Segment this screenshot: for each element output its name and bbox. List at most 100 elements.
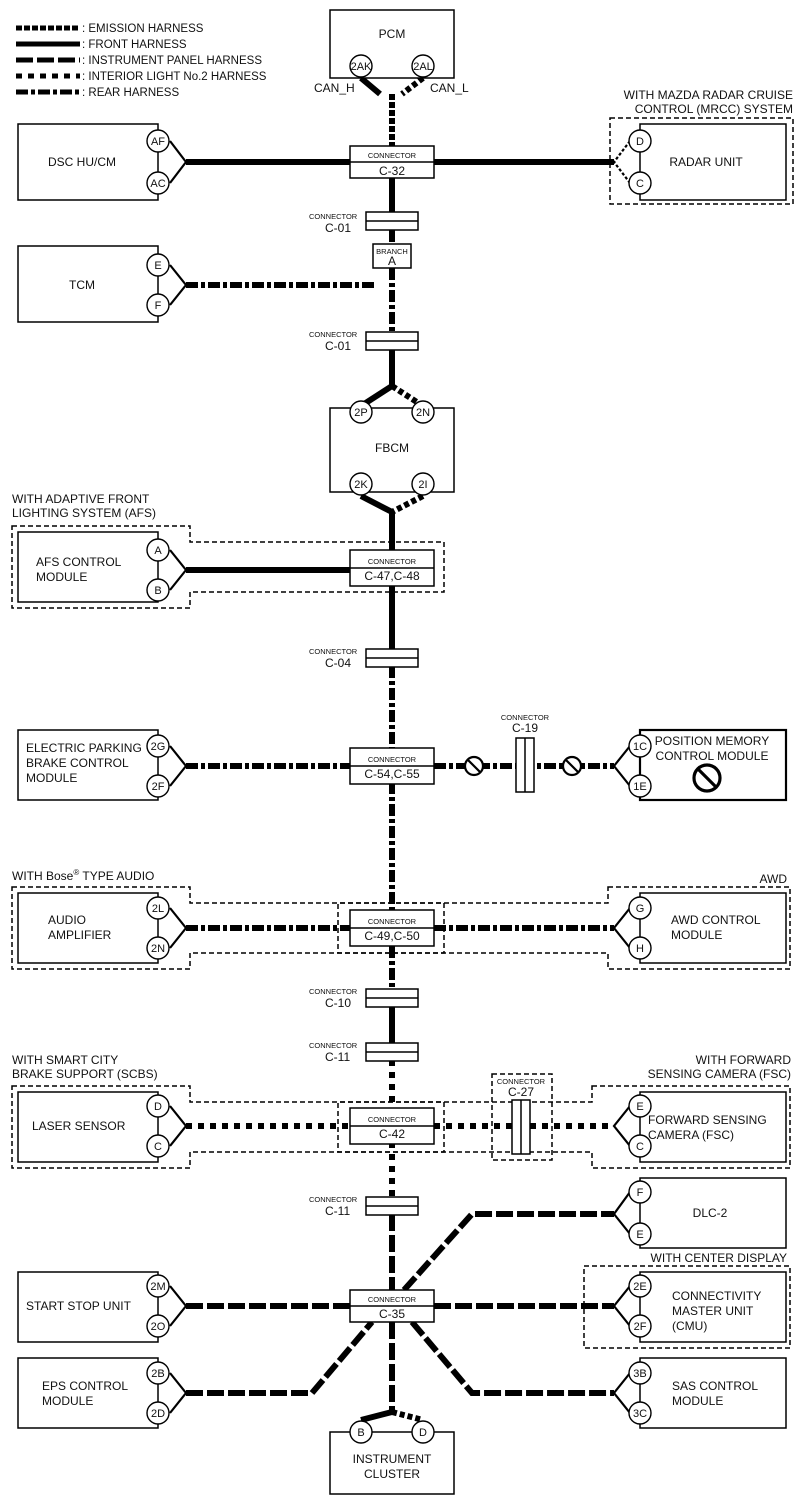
epb-title-line2: BRAKE CONTROL (26, 756, 129, 770)
cmu-pin-2f: 2F (634, 1321, 647, 1333)
pcm-box (329, 9, 455, 79)
epb-title-line3: MODULE (26, 771, 77, 785)
c01-lower-word: CONNECTOR (309, 330, 358, 339)
wire-fbcm-2i-split (390, 493, 425, 515)
optional-boundaries (11, 117, 794, 1349)
eps-pin-2b: 2B (151, 1368, 164, 1380)
tcm-box (17, 245, 159, 323)
c11-upper-word: CONNECTOR (309, 1041, 358, 1050)
epb-pin-split (169, 745, 188, 787)
afs-pin-b: B (154, 585, 161, 597)
connector-c01-lower (365, 331, 419, 351)
startstop-pin-split (169, 1285, 188, 1327)
legend-item-interior: : INTERIOR LIGHT No.2 HARNESS (16, 71, 267, 83)
sas-title-line2: MODULE (672, 1394, 723, 1408)
legend-label-front: : FRONT HARNESS (82, 39, 187, 51)
afs-title-line2: MODULE (36, 570, 87, 584)
c49-word: CONNECTOR (368, 917, 417, 926)
c47-id: C-47,C-48 (364, 569, 420, 583)
cmu-title-line1: CONNECTIVITY (672, 1289, 761, 1303)
cmu-pin-split (612, 1285, 631, 1327)
cmu-title-line3: (CMU) (672, 1319, 707, 1333)
fsc-box (639, 1091, 787, 1163)
laser-pin-c: C (154, 1141, 162, 1153)
radar-pin-c: C (636, 178, 644, 190)
awd-title-line1: AWD CONTROL (671, 913, 761, 927)
prohibited-icon (463, 755, 485, 777)
laser-pin-split (169, 1105, 188, 1147)
audio-box (17, 892, 159, 964)
pcm-title: PCM (379, 27, 406, 41)
pin-labels: 2AK 2AL AF AC D C E F 2P 2N 2K 2I A B 2G… (150, 61, 647, 1439)
dlc-pin-split (612, 1191, 631, 1235)
module-boxes (17, 9, 788, 1495)
radar-box (639, 123, 787, 201)
c35-word: CONNECTOR (368, 1295, 417, 1304)
audio-pin-2n: 2N (151, 943, 165, 955)
sas-pin-3b: 3B (633, 1368, 646, 1380)
legend-label-interior: : INTERIOR LIGHT No.2 HARNESS (82, 71, 267, 83)
connector-c32 (349, 145, 435, 179)
connector-c42 (349, 1107, 435, 1145)
cluster-pin-d: D (419, 1427, 427, 1439)
connector-c11-lower (365, 1196, 419, 1216)
pmcm-pin-split (612, 745, 631, 787)
afs-title-line1: AFS CONTROL (36, 555, 122, 569)
tcm-pin-split (169, 264, 188, 306)
radar-pin-d: D (636, 136, 644, 148)
fbcm-pin-2p: 2P (354, 407, 367, 419)
wire-pcm-canh-split (359, 75, 382, 97)
connector-c35 (349, 1289, 435, 1323)
radar-pin-split (612, 140, 631, 184)
wire-fbcm-2k-split (359, 493, 394, 515)
c27-id: C-27 (508, 1085, 534, 1099)
awd-box (639, 892, 787, 964)
pins (146, 54, 652, 1444)
fsc-option-line2: SENSING CAMERA (FSC) (648, 1067, 791, 1081)
c10-word: CONNECTOR (309, 987, 358, 996)
legend-label-rear: : REAR HARNESS (82, 87, 179, 99)
awd-option-boundary (337, 886, 791, 970)
legend-item-rear: : REAR HARNESS (16, 87, 179, 99)
c54-id: C-54,C-55 (364, 767, 420, 781)
c27-word: CONNECTOR (497, 1077, 546, 1086)
cmu-option: WITH CENTER DISPLAY (651, 1251, 787, 1265)
audio-pin-2l: 2L (152, 903, 164, 915)
startstop-box (17, 1271, 159, 1343)
radar-option-line2: CONTROL (MRCC) SYSTEM (635, 102, 793, 116)
cluster-title-line1: INSTRUMENT (353, 1452, 432, 1466)
cmu-title-line2: MASTER UNIT (672, 1304, 754, 1318)
fbcm-pin-2n: 2N (416, 407, 430, 419)
branch-id: A (388, 254, 396, 268)
pin-split-wires (169, 140, 631, 1414)
dsc-pin-af: AF (151, 136, 165, 148)
c01-upper-id: C-01 (325, 221, 351, 235)
dsc-pin-split (169, 140, 188, 184)
connector-labels: CONNECTOR C-32 CONNECTOR C-01 BRANCH A C… (309, 151, 550, 1321)
eps-pin-2d: 2D (151, 1408, 165, 1420)
connector-branch-a (372, 243, 412, 269)
afs-pin-a: A (154, 545, 162, 557)
legend-label-instrument: : INSTRUMENT PANEL HARNESS (82, 55, 262, 67)
audio-title-line2: AMPLIFIER (48, 928, 112, 942)
dsc-pin-ac: AC (150, 178, 165, 190)
cluster-pin-b: B (357, 1427, 364, 1439)
fbcm-pin-2k: 2K (354, 479, 368, 491)
fbcm-box (329, 407, 455, 493)
connector-boxes (349, 145, 535, 1323)
epb-box (17, 729, 159, 801)
epb-pin-2g: 2G (151, 741, 166, 753)
afs-option-line2: LIGHTING SYSTEM (AFS) (12, 506, 156, 520)
laser-box (17, 1091, 159, 1163)
wire-cluster-d-split (391, 1409, 424, 1423)
pcm-can-l-label: CAN_L (430, 81, 469, 95)
fsc-title-line2: CAMERA (FSC) (648, 1128, 734, 1142)
c01-upper-word: CONNECTOR (309, 212, 358, 221)
dlc-box (639, 1177, 787, 1249)
startstop-pin-2m: 2M (150, 1281, 165, 1293)
audio-option: WITH Bose® TYPE AUDIO (12, 868, 154, 883)
pcm-can-h-label: CAN_H (314, 81, 355, 95)
awd-pin-h: H (636, 943, 644, 955)
dlc-title: DLC-2 (693, 1206, 728, 1220)
